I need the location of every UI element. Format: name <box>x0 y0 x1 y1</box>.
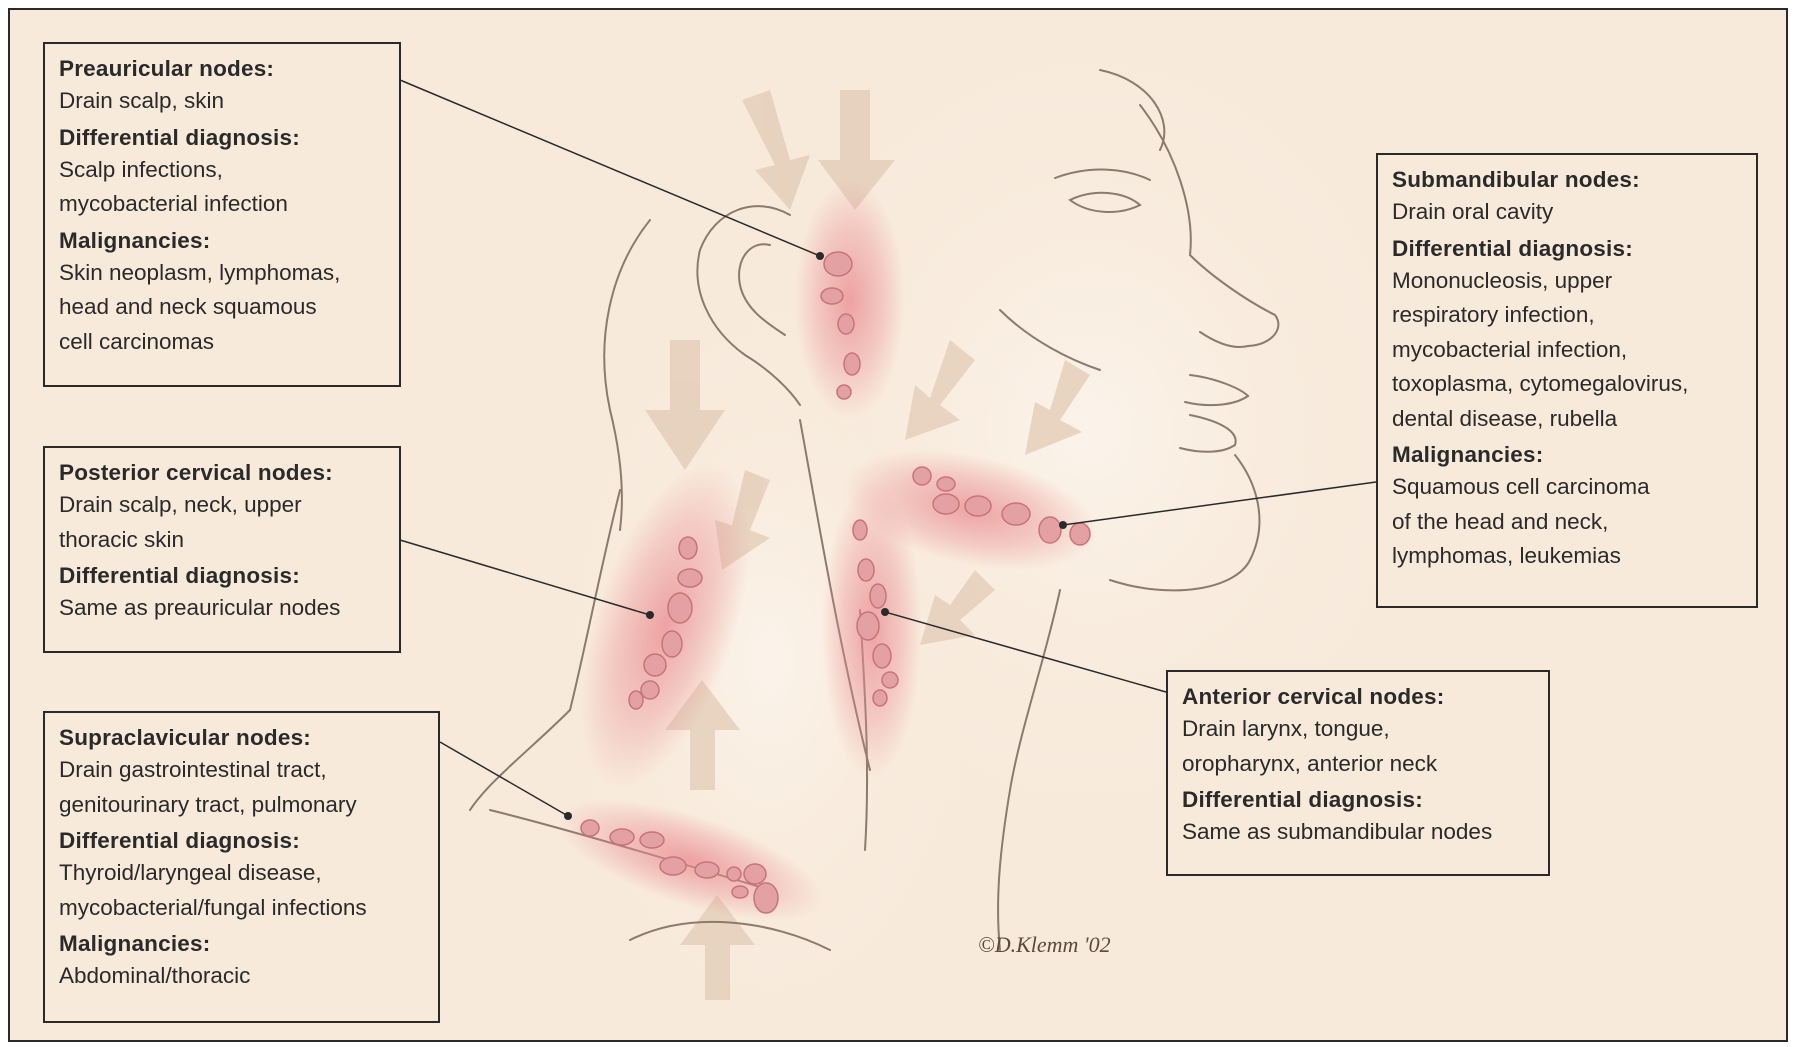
anterior-cervical-node-group <box>822 480 922 780</box>
artist-credit: ©D.Klemm '02 <box>978 932 1111 958</box>
endpoint-anterior-cervical <box>881 608 889 616</box>
posterior-cervical-node <box>668 593 692 623</box>
anterior-cervical-node <box>882 672 898 688</box>
submandibular-node <box>1070 523 1090 545</box>
anterior-cervical-dd-text: Same as submandibular nodes <box>1182 815 1534 850</box>
submandibular-node <box>965 496 991 516</box>
posterior-cervical-node <box>678 569 702 587</box>
anterior-cervical-node <box>858 559 874 581</box>
preauricular-mal-heading: Malignancies: <box>59 226 385 256</box>
preauricular-node-group <box>795 180 905 420</box>
preauricular-node <box>844 353 860 375</box>
anterior-cervical-node <box>853 520 867 540</box>
anterior-cervical-drain: Drain larynx, tongue, oropharynx, anteri… <box>1182 712 1534 781</box>
anterior-cervical-title: Anterior cervical nodes: <box>1182 682 1534 712</box>
supraclavicular-node <box>660 857 686 875</box>
supraclavicular-node <box>754 883 778 913</box>
posterior-cervical-title: Posterior cervical nodes: <box>59 458 385 488</box>
posterior-cervical-node <box>662 631 682 657</box>
supraclavicular-node <box>581 820 599 836</box>
posterior-cervical-dd-heading: Differential diagnosis: <box>59 561 385 591</box>
supraclavicular-mal-heading: Malignancies: <box>59 929 424 959</box>
submandibular-node <box>937 477 955 491</box>
supraclavicular-node <box>640 832 664 848</box>
endpoint-posterior-cervical <box>646 611 654 619</box>
submandibular-drain: Drain oral cavity <box>1392 195 1742 230</box>
posterior-cervical-drain: Drain scalp, neck, upper thoracic skin <box>59 488 385 557</box>
supraclavicular-dd-text: Thyroid/laryngeal disease, mycobacterial… <box>59 856 424 925</box>
supraclavicular-mal-text: Abdominal/thoracic <box>59 959 424 994</box>
diagram-frame: Preauricular nodes: Drain scalp, skin Di… <box>8 8 1788 1042</box>
preauricular-node <box>838 314 854 334</box>
anterior-cervical-node <box>873 644 891 668</box>
submandibular-node <box>1002 503 1030 525</box>
preauricular-dd-heading: Differential diagnosis: <box>59 123 385 153</box>
anterior-cervical-node <box>873 690 887 706</box>
preauricular-dd-text: Scalp infections, mycobacterial infectio… <box>59 153 385 222</box>
endpoint-preauricular <box>816 252 824 260</box>
leader-supraclavicular <box>440 742 568 816</box>
trapezius-line <box>470 710 570 810</box>
anterior-cervical-node <box>870 584 886 608</box>
supraclavicular-dd-heading: Differential diagnosis: <box>59 826 424 856</box>
supraclavicular-box: Supraclavicular nodes: Drain gastrointes… <box>43 711 440 1023</box>
preauricular-node <box>821 288 843 304</box>
submandibular-node <box>933 494 959 514</box>
supraclavicular-node <box>732 886 748 898</box>
posterior-cervical-box: Posterior cervical nodes: Drain scalp, n… <box>43 446 401 653</box>
submandibular-mal-heading: Malignancies: <box>1392 440 1742 470</box>
posterior-cervical-dd-text: Same as preauricular nodes <box>59 591 385 626</box>
submandibular-node <box>1039 517 1061 543</box>
submandibular-mal-text: Squamous cell carcinoma of the head and … <box>1392 470 1742 574</box>
submandibular-dd-text: Mononucleosis, upper respiratory infecti… <box>1392 264 1742 437</box>
submandibular-dd-heading: Differential diagnosis: <box>1392 234 1742 264</box>
endpoint-submandibular <box>1059 521 1067 529</box>
supraclavicular-drain: Drain gastrointestinal tract, genitourin… <box>59 753 424 822</box>
supraclavicular-title: Supraclavicular nodes: <box>59 723 424 753</box>
preauricular-node <box>837 385 851 399</box>
anterior-cervical-box: Anterior cervical nodes: Drain larynx, t… <box>1166 670 1550 876</box>
supraclavicular-node <box>744 864 766 884</box>
endpoint-supraclavicular <box>564 812 572 820</box>
submandibular-node <box>913 467 931 485</box>
supraclavicular-node <box>610 829 634 845</box>
submandibular-box: Submandibular nodes: Drain oral cavity D… <box>1376 153 1758 608</box>
posterior-cervical-node <box>629 691 643 709</box>
preauricular-box: Preauricular nodes: Drain scalp, skin Di… <box>43 42 401 387</box>
preauricular-drain: Drain scalp, skin <box>59 84 385 119</box>
anterior-cervical-node <box>857 612 879 640</box>
posterior-cervical-node <box>641 681 659 699</box>
anterior-cervical-dd-heading: Differential diagnosis: <box>1182 785 1534 815</box>
supraclavicular-node <box>695 862 719 878</box>
preauricular-title: Preauricular nodes: <box>59 54 385 84</box>
preauricular-mal-text: Skin neoplasm, lymphomas, head and neck … <box>59 256 385 360</box>
preauricular-glow <box>795 180 905 420</box>
posterior-cervical-node <box>644 654 666 676</box>
submandibular-title: Submandibular nodes: <box>1392 165 1742 195</box>
supraclavicular-node <box>727 867 741 881</box>
preauricular-node <box>824 252 852 276</box>
posterior-cervical-node <box>679 537 697 559</box>
